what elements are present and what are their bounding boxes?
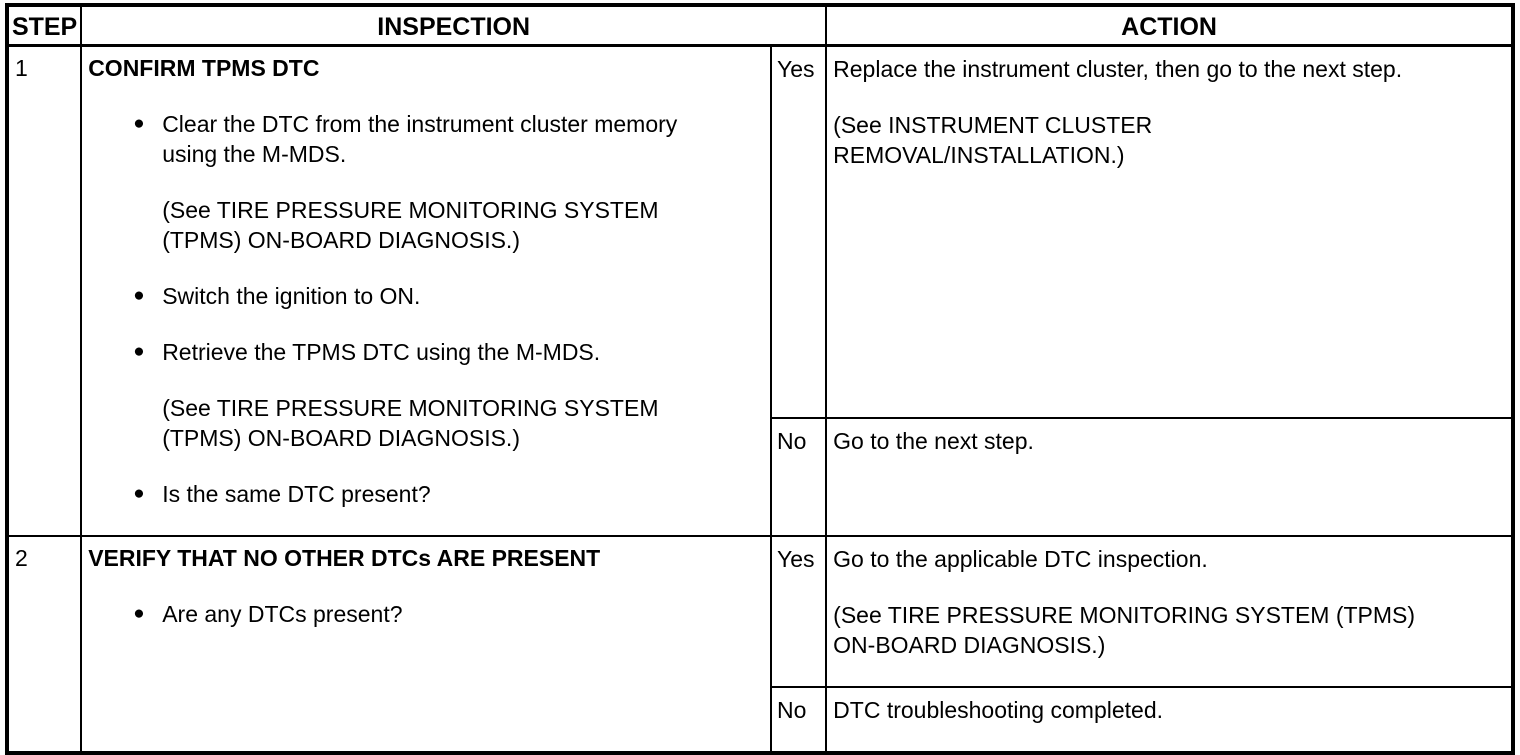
table-row-step1-yes: 1 CONFIRM TPMS DTC ● Clear the DTC from … [5, 44, 1514, 537]
action-cell-no: Go to the next step. [825, 417, 1514, 537]
see-reference-note: (See INSTRUMENT CLUSTER REMOVAL/INSTALLA… [833, 110, 1507, 170]
no-cell: No [769, 686, 828, 754]
action-line: DTC troubleshooting completed. [833, 697, 1163, 723]
bullet-line: Retrieve the TPMS DTC using the M-MDS. [162, 339, 601, 365]
inspection-cell: CONFIRM TPMS DTC ● Clear the DTC from th… [80, 44, 772, 537]
no-cell: No [769, 417, 828, 537]
table-header-row: STEP INSPECTION ACTION [5, 4, 1514, 47]
column-header-step: STEP [5, 4, 83, 47]
see-reference-note: (See TIRE PRESSURE MONITORING SYSTEM (TP… [833, 600, 1507, 660]
action-line: Go to the next step. [833, 428, 1034, 455]
bullet-line: Clear the DTC from the instrument cluste… [162, 111, 678, 137]
inspection-title: CONFIRM TPMS DTC [88, 55, 320, 81]
bullet-item: ● Retrieve the TPMS DTC using the M-MDS. [88, 337, 766, 367]
inspection-title: VERIFY THAT NO OTHER DTCs ARE PRESENT [88, 545, 601, 571]
bullet-item: ● Are any DTCs present? [88, 599, 766, 629]
column-header-action: ACTION [825, 4, 1514, 47]
action-line: (See TIRE PRESSURE MONITORING SYSTEM (TP… [833, 602, 1416, 628]
note-line: (TPMS) ON-BOARD DIAGNOSIS.) [162, 425, 520, 451]
action-cell-yes: Replace the instrument cluster, then go … [825, 44, 1514, 420]
table-row-step2-yes: 2 VERIFY THAT NO OTHER DTCs ARE PRESENT … [5, 535, 1514, 754]
see-reference-note: (See TIRE PRESSURE MONITORING SYSTEM (TP… [88, 195, 766, 255]
action-cell-yes: Go to the applicable DTC inspection. (Se… [825, 535, 1514, 688]
action-paragraph: DTC troubleshooting completed. [833, 695, 1507, 725]
see-reference-note: (See TIRE PRESSURE MONITORING SYSTEM (TP… [88, 393, 766, 453]
note-line: (See TIRE PRESSURE MONITORING SYSTEM [162, 395, 659, 421]
action-paragraph: Go to the next step. [833, 426, 1507, 456]
bullet-item: ● Switch the ignition to ON. [88, 281, 766, 311]
bullet-item: ● Is the same DTC present? [88, 479, 766, 509]
bullet-line: Is the same DTC present? [162, 481, 431, 507]
troubleshooting-table: STEP INSPECTION ACTION 1 CONFIRM TPMS DT… [5, 3, 1515, 755]
no-label: No [777, 428, 807, 455]
step-number: 1 [15, 55, 28, 81]
bullet-line: using the M-MDS. [162, 141, 347, 167]
bullet-line: Switch the ignition to ON. [162, 283, 421, 309]
column-header-inspection: INSPECTION [80, 4, 828, 47]
action-line: Go to the applicable DTC inspection. [833, 546, 1208, 572]
bullet-icon: ● [133, 113, 145, 134]
action-paragraph: Go to the applicable DTC inspection. [833, 544, 1507, 574]
no-label: No [777, 697, 807, 723]
step-number: 2 [15, 545, 28, 571]
inspection-cell: VERIFY THAT NO OTHER DTCs ARE PRESENT ● … [80, 535, 772, 754]
action-cell-no: DTC troubleshooting completed. [825, 686, 1514, 754]
yes-cell: Yes [769, 44, 828, 420]
action-line: REMOVAL/INSTALLATION.) [833, 142, 1125, 168]
step-number-cell: 2 [5, 535, 83, 754]
bullet-icon: ● [133, 483, 145, 504]
bullet-item: ● Clear the DTC from the instrument clus… [88, 109, 766, 169]
note-line: (See TIRE PRESSURE MONITORING SYSTEM [162, 197, 659, 223]
yes-label: Yes [777, 56, 815, 82]
action-line: Replace the instrument cluster, then go … [833, 56, 1403, 82]
step-number-cell: 1 [5, 44, 83, 537]
bullet-icon: ● [133, 603, 145, 624]
table-row-step1-no: No Go to the next step. [7, 417, 1514, 537]
action-paragraph: Replace the instrument cluster, then go … [833, 54, 1507, 84]
bullet-icon: ● [133, 341, 145, 362]
bullet-line: Are any DTCs present? [162, 601, 403, 627]
yes-label: Yes [777, 546, 815, 572]
action-line: ON-BOARD DIAGNOSIS.) [833, 632, 1106, 658]
yes-cell: Yes [769, 535, 828, 688]
note-line: (TPMS) ON-BOARD DIAGNOSIS.) [162, 227, 520, 253]
action-line: (See INSTRUMENT CLUSTER [833, 112, 1153, 138]
bullet-icon: ● [133, 285, 145, 306]
